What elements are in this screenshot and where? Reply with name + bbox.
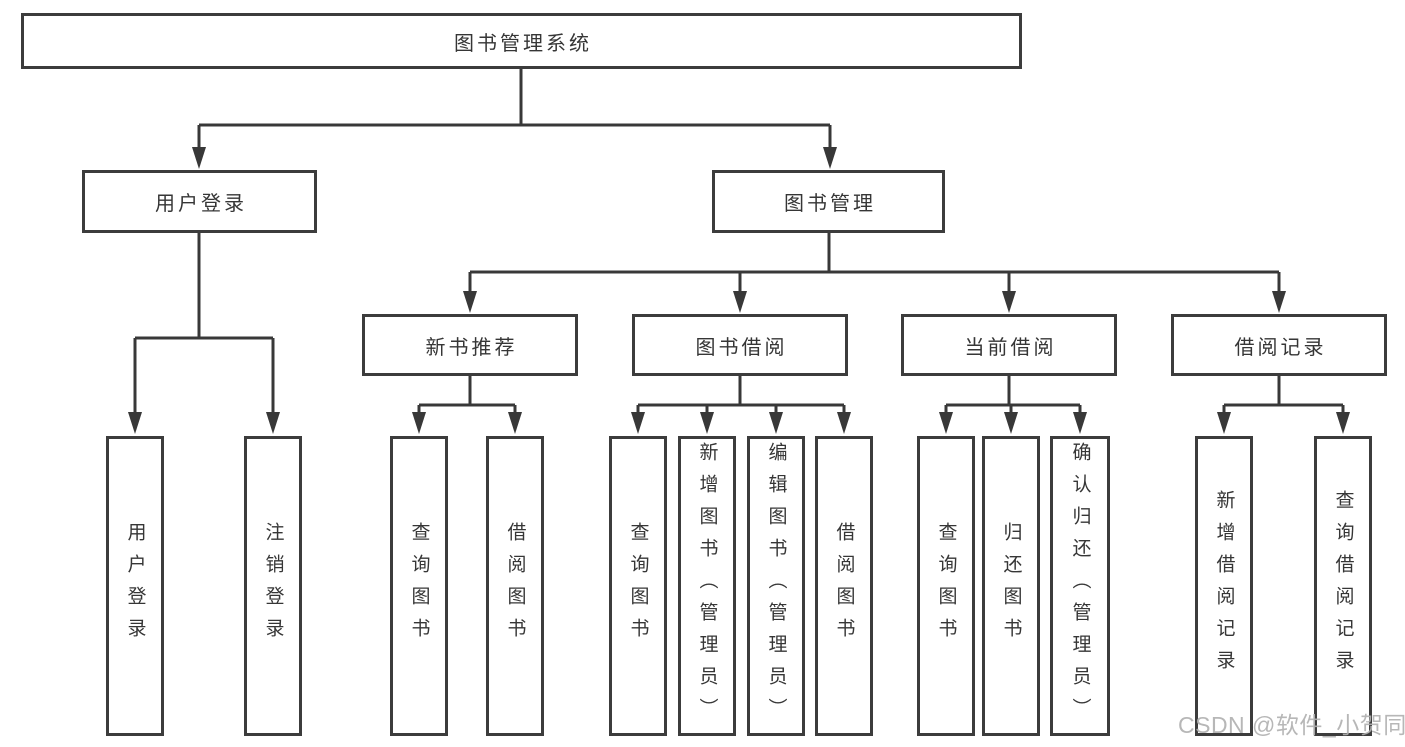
node-leaf-query-borrow-record: 查询借阅记录 — [1314, 436, 1372, 736]
arrow-down-icon — [733, 291, 747, 313]
arrow-down-icon — [823, 147, 837, 169]
arrow-down-icon — [1217, 412, 1231, 434]
node-leaf-add-books-admin: 新增图书（管理员） — [678, 436, 736, 736]
connector-root-to-level2 — [192, 69, 837, 169]
arrow-down-icon — [463, 291, 477, 313]
connector-borrowing-records-to-leaves — [1217, 376, 1350, 434]
node-leaf-query-books-3: 查询图书 — [917, 436, 975, 736]
arrow-down-icon — [412, 412, 426, 434]
node-leaf-query-books-2: 查询图书 — [609, 436, 667, 736]
connector-new-book-recommend-to-leaves — [412, 376, 522, 434]
arrow-down-icon — [508, 412, 522, 434]
arrow-down-icon — [1272, 291, 1286, 313]
arrow-down-icon — [631, 412, 645, 434]
node-leaf-add-borrow-record: 新增借阅记录 — [1195, 436, 1253, 736]
node-borrowing-records: 借阅记录 — [1171, 314, 1387, 376]
connector-book-borrowing-to-leaves — [631, 376, 851, 434]
node-new-book-recommend: 新书推荐 — [362, 314, 578, 376]
arrow-down-icon — [192, 147, 206, 169]
arrow-down-icon — [128, 412, 142, 434]
connector-user-login-to-leaves — [128, 233, 280, 434]
connector-book-management-to-level3 — [463, 233, 1286, 313]
node-leaf-return-books: 归还图书 — [982, 436, 1040, 736]
arrow-down-icon — [1336, 412, 1350, 434]
node-leaf-user-login: 用户登录 — [106, 436, 164, 736]
connector-current-borrowing-to-leaves — [939, 376, 1087, 434]
arrow-down-icon — [1002, 291, 1016, 313]
arrow-down-icon — [266, 412, 280, 434]
arrow-down-icon — [769, 412, 783, 434]
node-leaf-confirm-return-admin: 确认归还（管理员） — [1050, 436, 1110, 736]
arrow-down-icon — [1004, 412, 1018, 434]
arrow-down-icon — [700, 412, 714, 434]
node-leaf-borrow-books-1: 借阅图书 — [486, 436, 544, 736]
arrow-down-icon — [837, 412, 851, 434]
node-book-management: 图书管理 — [712, 170, 945, 233]
node-leaf-query-books-1: 查询图书 — [390, 436, 448, 736]
node-current-borrowing: 当前借阅 — [901, 314, 1117, 376]
arrow-down-icon — [1073, 412, 1087, 434]
node-leaf-logout: 注销登录 — [244, 436, 302, 736]
node-user-login: 用户登录 — [82, 170, 317, 233]
csdn-watermark: CSDN @软件_小贺同学 — [1178, 712, 1405, 738]
node-root-library-management-system: 图书管理系统 — [21, 13, 1022, 69]
node-leaf-borrow-books-2: 借阅图书 — [815, 436, 873, 736]
node-leaf-edit-books-admin: 编辑图书（管理员） — [747, 436, 805, 736]
node-book-borrowing: 图书借阅 — [632, 314, 848, 376]
arrow-down-icon — [939, 412, 953, 434]
